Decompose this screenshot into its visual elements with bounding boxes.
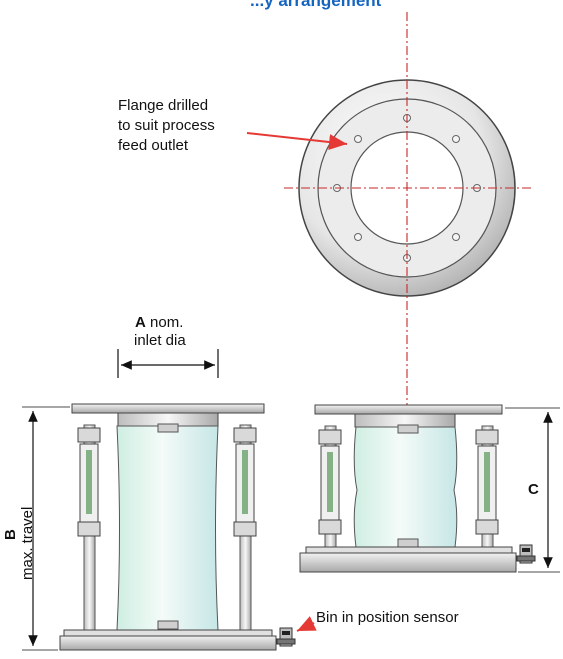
pointer-arrow	[296, 616, 317, 632]
dimension-a-label: A nom.	[135, 313, 183, 332]
diagram-title: ...y arrangement	[250, 0, 382, 10]
dimension-b-letter: B	[2, 529, 19, 540]
dimension-a-text: nom.	[145, 314, 184, 331]
bolt-holes	[333, 114, 481, 262]
dimension-a-letter: A	[135, 314, 146, 331]
dimension-a-subtext: inlet dia	[134, 332, 186, 349]
bin-sensor-icon	[516, 544, 536, 564]
left-assembly	[59, 403, 296, 651]
dimension-lines	[22, 349, 560, 651]
center-lines	[284, 12, 534, 465]
flange-note-line-1: Flange drilled	[118, 97, 209, 114]
right-assembly	[299, 404, 536, 573]
sensor-note: Bin in position sensor	[316, 609, 459, 626]
flange-note-line-2: to suit process	[118, 117, 215, 134]
dimension-b-text: max. travel	[19, 506, 36, 580]
pointer-arrow	[246, 132, 348, 150]
bin-sensor-icon	[276, 627, 296, 647]
dimension-c-label: C	[528, 481, 539, 498]
flange-note-line-3: feed outlet	[118, 137, 189, 154]
